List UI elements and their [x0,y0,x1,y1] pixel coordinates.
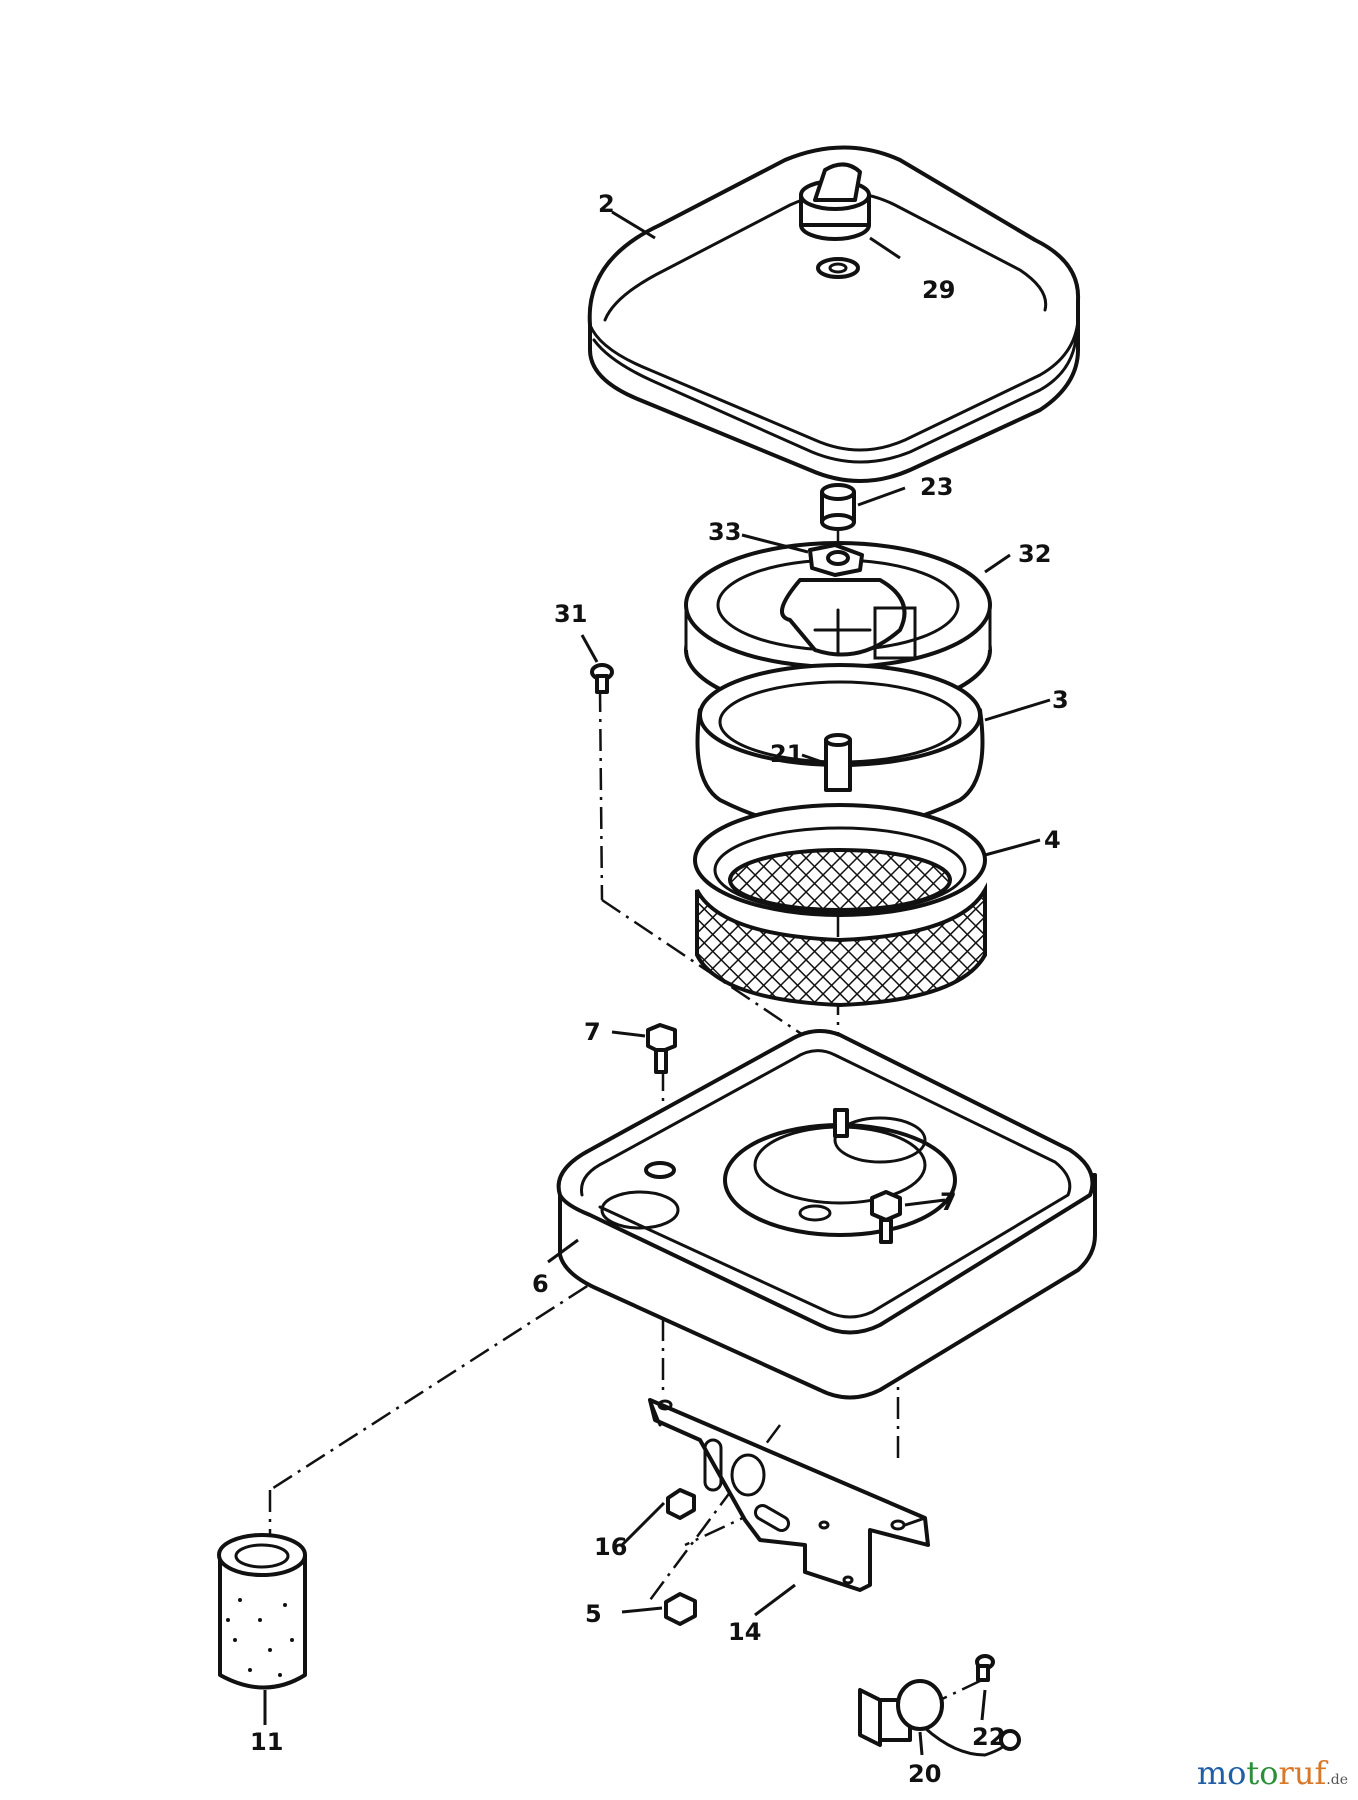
watermark-part-1: mo [1196,1754,1247,1792]
part-filter-element [693,803,987,1008]
part-spacer [820,483,856,531]
callout-11: 11 [250,1728,283,1756]
callout-5: 5 [585,1600,602,1628]
callout-4: 4 [1044,826,1061,854]
part-nuts [664,1488,697,1626]
callout-7-lower: 7 [940,1188,957,1216]
part-bracket [648,1398,930,1592]
callout-16: 16 [594,1533,627,1561]
callout-21: 21 [770,740,803,768]
callout-3: 3 [1052,686,1069,714]
callout-29: 29 [922,276,955,304]
callout-20: 20 [908,1760,941,1788]
callout-labels: 2 29 23 33 32 31 3 21 4 7 7 6 16 5 14 11… [250,190,1069,1788]
callout-6: 6 [532,1270,549,1298]
part-terminal [858,1654,1021,1757]
part-cover [587,145,1081,483]
callout-32: 32 [1018,540,1051,568]
part-screw-31 [590,663,614,694]
watermark-part-2: to [1246,1754,1279,1792]
callout-23: 23 [920,473,953,501]
part-sleeve [217,1533,307,1690]
part-base [556,1023,1097,1400]
callout-7-upper: 7 [584,1018,601,1046]
watermark-tld: .de [1326,1772,1348,1788]
watermark-part-3: ruf [1278,1754,1327,1792]
callout-14: 14 [728,1618,761,1646]
callout-22: 22 [972,1723,1005,1751]
callout-33: 33 [708,518,741,546]
brand-watermark: motoruf.de [1197,1754,1348,1792]
callout-2: 2 [598,190,615,218]
callout-leaders [263,210,1051,1756]
part-precleaner [695,663,985,832]
callout-31: 31 [554,600,587,628]
